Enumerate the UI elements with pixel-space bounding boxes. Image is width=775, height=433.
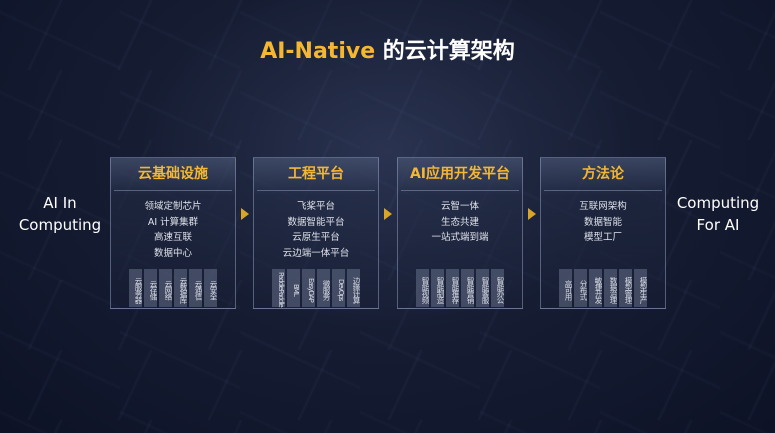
card-item: 数据中心: [153, 247, 192, 259]
card-title: AI应用开发平台: [401, 158, 519, 191]
right-label-line: Computing: [676, 194, 760, 212]
card-item: 一站式端到端: [431, 232, 489, 243]
card-item: 云边端一体平台: [282, 247, 350, 259]
card-3: AI应用开发平台云智一体生态共建一站式端到端智能视频智能制造智能推荐智能营销智能…: [397, 157, 523, 309]
arrow-right-icon: [384, 208, 392, 220]
tag: PaddlePaddle: [272, 269, 285, 307]
title-rest: 的云计算架构: [375, 39, 515, 64]
tag: BML: [287, 269, 300, 307]
tag: 边缘计算: [347, 269, 361, 307]
tag: 模型生产: [634, 269, 648, 307]
card-item: 高速互联: [153, 232, 192, 243]
card-title: 方法论: [544, 158, 662, 191]
card-item: 生态共建: [440, 216, 479, 228]
page-title: AI-Native 的云计算架构: [0, 33, 775, 65]
tag: 数据治理: [604, 269, 618, 307]
card-item: AI 计算集群: [147, 216, 199, 228]
card-item: 数据智能: [583, 216, 622, 228]
card-4: 方法论互联网架构数据智能模型工厂高可用分布式敏捷开发数据治理模型管理模型生产: [540, 157, 666, 309]
right-label-line: For AI: [696, 216, 740, 234]
tag: 云通信: [189, 269, 203, 307]
tag: 智能客服: [476, 269, 490, 307]
card-items: 云智一体生态共建一站式端到端: [398, 191, 522, 246]
tag: 智能办公: [491, 269, 505, 307]
tag: 云存储: [144, 269, 158, 307]
title-accent: AI-Native: [260, 39, 376, 64]
card-items: 飞桨平台数据智能平台云原生平台云边端一体平台: [254, 191, 378, 261]
tag: 高可用: [559, 269, 573, 307]
tag: 敏捷开发: [589, 269, 603, 307]
card-item: 模型工厂: [583, 232, 622, 243]
tag: 微服务: [317, 269, 331, 307]
tag: DevOps: [332, 269, 345, 307]
tag: 智能营销: [461, 269, 475, 307]
card-item: 云原生平台: [292, 232, 340, 243]
card-item: 互联网架构: [579, 201, 627, 212]
tag: 云数据库: [174, 269, 188, 307]
card-title: 云基础设施: [114, 158, 232, 191]
left-label-line: AI In: [43, 194, 77, 212]
tag: 模型管理: [619, 269, 633, 307]
tag-list: 智能视频智能制造智能推荐智能营销智能客服智能办公: [398, 269, 522, 307]
card-title: 工程平台: [257, 158, 375, 191]
arrow-right-icon: [528, 208, 536, 220]
tag-list: 云服务器云存储云网络云数据库云通信云安全: [111, 269, 235, 307]
arrow-right-icon: [241, 208, 249, 220]
card-item: 领域定制芯片: [144, 201, 202, 212]
card-item: 飞桨平台: [296, 201, 335, 212]
tag-list: 高可用分布式敏捷开发数据治理模型管理模型生产: [541, 269, 665, 307]
tag: 智能视频: [416, 269, 430, 307]
tag: 分布式: [574, 269, 588, 307]
card-items: 领域定制芯片 AI 计算集群高速互联数据中心: [111, 191, 235, 261]
left-label-line: Computing: [18, 216, 102, 234]
left-label: AI In Computing: [10, 192, 110, 236]
tag: 智能制造: [431, 269, 445, 307]
tag: EasyDAP: [302, 269, 315, 307]
tag: 云网络: [159, 269, 173, 307]
card-item: 数据智能平台: [287, 216, 345, 228]
tag: 云安全: [204, 269, 218, 307]
tag: 智能推荐: [446, 269, 460, 307]
card-items: 互联网架构数据智能模型工厂: [541, 191, 665, 246]
card-item: 云智一体: [440, 201, 479, 212]
tag: 云服务器: [129, 269, 143, 307]
